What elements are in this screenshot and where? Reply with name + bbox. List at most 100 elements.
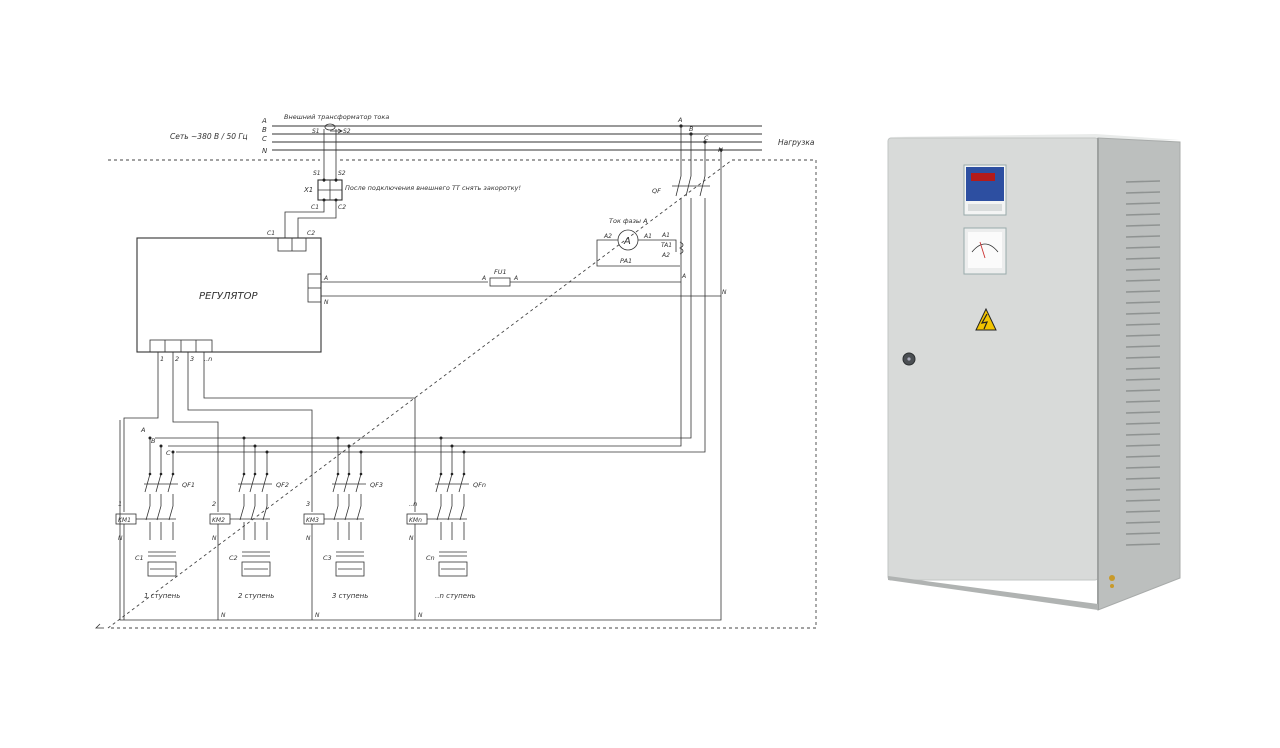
capacitor-plates [336,551,364,557]
vent-slot [1125,279,1161,282]
cabinet-side-vents [1125,180,1161,546]
phase-drop [343,446,350,540]
stage-contactor-label: KMn [409,517,422,524]
fuse-label: FU1 [494,268,507,276]
stage-caption: 3 ступень [332,592,368,600]
ct-coil [324,123,336,131]
ammeter-needle [979,241,986,259]
vent-slot [1125,290,1161,293]
rail-n-label: N [221,612,226,619]
vent-slot [1125,521,1161,524]
stage-contactor-label: KM3 [306,517,319,524]
stage-n-label: N [306,535,311,542]
capacitor-discharge-resistors [147,561,177,577]
vent-slot [1125,301,1161,304]
ammeter-scale [971,243,999,253]
control-wire-1 [123,352,159,512]
ammeter-wire-right [638,239,677,252]
regulator-out-n: ..n [204,355,212,363]
x1-s1-label: S1 [313,170,321,177]
regulator-out-2: 2 [175,355,179,363]
phase-drop [355,452,362,540]
bus-junction-dot [336,436,340,440]
vent-slot [1125,202,1161,205]
control-wire-3 [187,352,313,512]
vent-slot [1125,191,1161,194]
x1-s2-label: S2 [338,170,346,177]
regulator-out-1: 1 [160,355,164,363]
x1-label: X1 [303,186,313,194]
bus-junction-dot [148,436,152,440]
enclosure-ground-arrow [95,623,104,629]
main-breaker-label: QF [652,187,661,195]
door-lock-keyhole [907,357,911,361]
stage-caption: 1 ступень [144,592,180,600]
ammeter-id: PA1 [620,257,632,265]
capacitor-discharge-resistors [335,561,365,577]
enclosure-boundary [106,159,817,629]
stage-control-label: 1 [118,500,122,508]
vent-slot [1125,444,1161,447]
capacitor-plates [148,551,176,557]
tap-label-c: C [704,134,709,142]
regulator-c2-label: C2 [307,230,315,237]
stage-n-label: N [118,535,123,542]
stage-capacitor-label: C3 [323,554,332,562]
phase-drop [249,446,256,540]
bus-junction-dot [253,444,257,448]
bus-a-tap-label: A [681,273,686,280]
bus-label-a: A [261,117,267,125]
stage-control-label: 3 [306,500,310,508]
control-wire-2 [172,352,219,512]
x1-c1-label: C1 [311,204,319,211]
vent-slot [1125,532,1161,535]
ct-s2-label: S2 [343,128,351,135]
breaker-dot [439,472,443,476]
x1-dot [322,178,326,182]
bus-junction-dot [242,436,246,440]
vent-slot [1125,334,1161,337]
vent-slot [1125,378,1161,381]
breaker-dot [171,472,175,476]
ct-a1-label: A1 [661,232,670,239]
vent-slot [1125,180,1161,183]
breaker-dot [450,472,454,476]
phase-drop [261,452,268,540]
ground-terminal [1109,575,1115,581]
breaker-dot [148,472,152,476]
regulator-a-label: A [323,275,328,282]
bus-label-b: B [262,126,267,134]
stage-capacitor-label: C1 [135,554,144,562]
main-breaker-qf [155,126,710,453]
regulator-out-3: 3 [190,355,194,363]
vent-slot [1125,422,1161,425]
rail-n-label: N [315,612,320,619]
regulator-n-label: N [324,299,329,306]
cabinet-bottom [888,576,1098,610]
breaker-dot [359,472,363,476]
ct-ta1-label: TA1 [661,242,672,249]
vent-slot [1125,312,1161,315]
stage-capacitor-label: C2 [229,554,238,562]
tap-label-a: A [677,116,682,124]
ammeter-face [968,232,1002,268]
vent-slot [1125,400,1161,403]
phase-drop [446,446,453,540]
bus-junction-dot [462,450,466,454]
bus-junction-dot [359,450,363,454]
stage-breaker-label: QF1 [182,481,195,489]
controller-display [966,167,1004,201]
stage-bus-label-b: B [151,437,156,445]
stage-breaker-label: QFn [473,481,486,489]
stage-contactor-label: KM1 [118,517,131,524]
fuse-a-right: A [513,275,518,282]
controller-digits [971,173,995,181]
breaker-dot [265,472,269,476]
vent-slot [1125,466,1161,469]
ammeter-label: Ток фазы А [609,217,648,225]
ammeter-a2-label: A2 [603,233,612,240]
load-label: Нагрузка [778,138,815,147]
phase-drop [458,452,465,540]
